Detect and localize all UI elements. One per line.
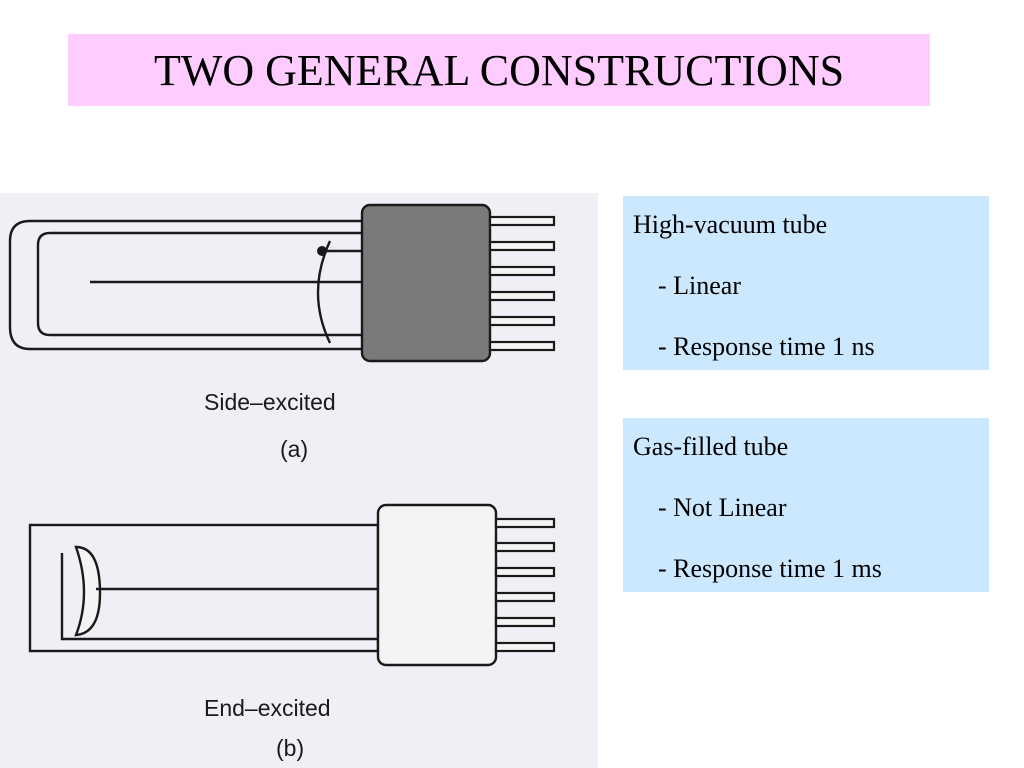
end-excited-tube — [28, 503, 556, 667]
side-tube-inner-wall — [36, 231, 362, 337]
side-cathode-contact — [317, 246, 327, 256]
gas-filled-heading: Gas-filled tube — [633, 432, 789, 461]
side-excited-tube — [8, 203, 556, 363]
end-pins — [494, 517, 556, 653]
gas-filled-item-linear: - Not Linear — [658, 493, 787, 522]
side-tube-envelope — [8, 219, 362, 351]
side-pins — [488, 215, 556, 352]
gas-filled-item-response: - Response time 1 ms — [658, 554, 882, 583]
high-vacuum-box: High-vacuum tube - Linear - Response tim… — [623, 196, 989, 370]
high-vacuum-item-linear: - Linear — [658, 271, 742, 300]
gas-filled-box: Gas-filled tube - Not Linear - Response … — [623, 418, 989, 592]
end-cathode-plate — [74, 545, 102, 637]
side-excited-letter: (a) — [280, 436, 309, 462]
end-cathode-lead — [60, 553, 378, 641]
side-excited-caption: Side–excited — [204, 389, 336, 415]
tube-drawings — [8, 203, 556, 667]
photomultiplier-tube-diagram: Side–excited (a) End–excited (b) — [0, 193, 598, 768]
side-cathode-plate — [316, 240, 332, 344]
end-excited-letter: (b) — [276, 735, 305, 761]
end-tube-base — [376, 503, 498, 667]
side-tube-base — [360, 203, 492, 363]
slide-title: TWO GENERAL CONSTRUCTIONS — [68, 34, 930, 106]
end-excited-caption: End–excited — [204, 695, 331, 721]
high-vacuum-item-response: - Response time 1 ns — [658, 332, 875, 361]
high-vacuum-heading: High-vacuum tube — [633, 210, 828, 239]
